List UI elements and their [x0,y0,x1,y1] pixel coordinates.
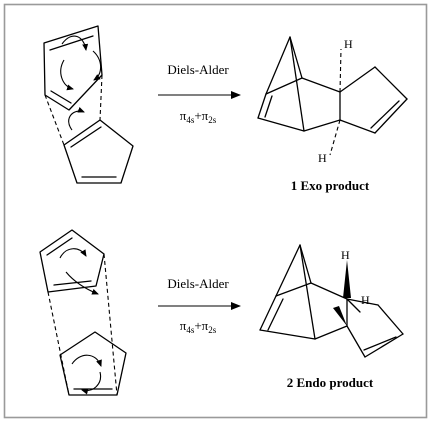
atom-label-h: H [344,37,353,51]
curly-arrow [65,271,99,295]
reaction-arrow-1: Diels-Alder π4s+π2s [158,62,241,125]
reaction-arrow-2: Diels-Alder π4s+π2s [158,276,241,335]
curly-arrow [92,50,102,81]
exo-reactants [43,25,134,184]
endo-reactants [39,229,127,396]
forming-bond-dash [103,253,118,396]
hashed-bond-h-bottom [329,119,341,156]
curly-arrow [81,371,102,395]
wedge-bond-h-top [343,260,351,298]
reaction-conditions: π4s+π2s [180,108,217,125]
diene-cyclopentadiene-top [39,229,105,293]
product-label-exo: 1 Exo product [291,178,370,193]
curly-arrow [61,35,89,51]
atom-label-h: H [341,248,350,262]
curly-arrow [59,248,87,259]
product-label-endo: 2 Endo product [287,375,374,390]
atom-label-h: H [361,293,370,307]
endo-dicyclopentadiene-product: H H [259,244,404,358]
curly-arrow [71,354,102,367]
curly-arrow [68,106,85,131]
dienophile-cyclopentadiene-bottom [59,331,127,396]
forming-bond-dash [44,94,65,146]
curly-arrow [60,59,74,91]
reaction-conditions: π4s+π2s [180,318,217,335]
forming-bond-dash [99,74,103,121]
reagent-label: Diels-Alder [167,276,229,291]
dienophile-cyclopentadiene-bottom [63,119,134,184]
exo-dicyclopentadiene-product: H H [257,36,408,165]
atom-label-h: H [318,151,327,165]
hashed-bond-h-top [339,48,342,93]
forming-bond-dash [47,291,70,396]
wedge-bond-ring-fusion [333,306,347,326]
reagent-label: Diels-Alder [167,62,229,77]
figure-frame [3,3,428,419]
diene-cyclopentadiene-top [43,25,103,111]
